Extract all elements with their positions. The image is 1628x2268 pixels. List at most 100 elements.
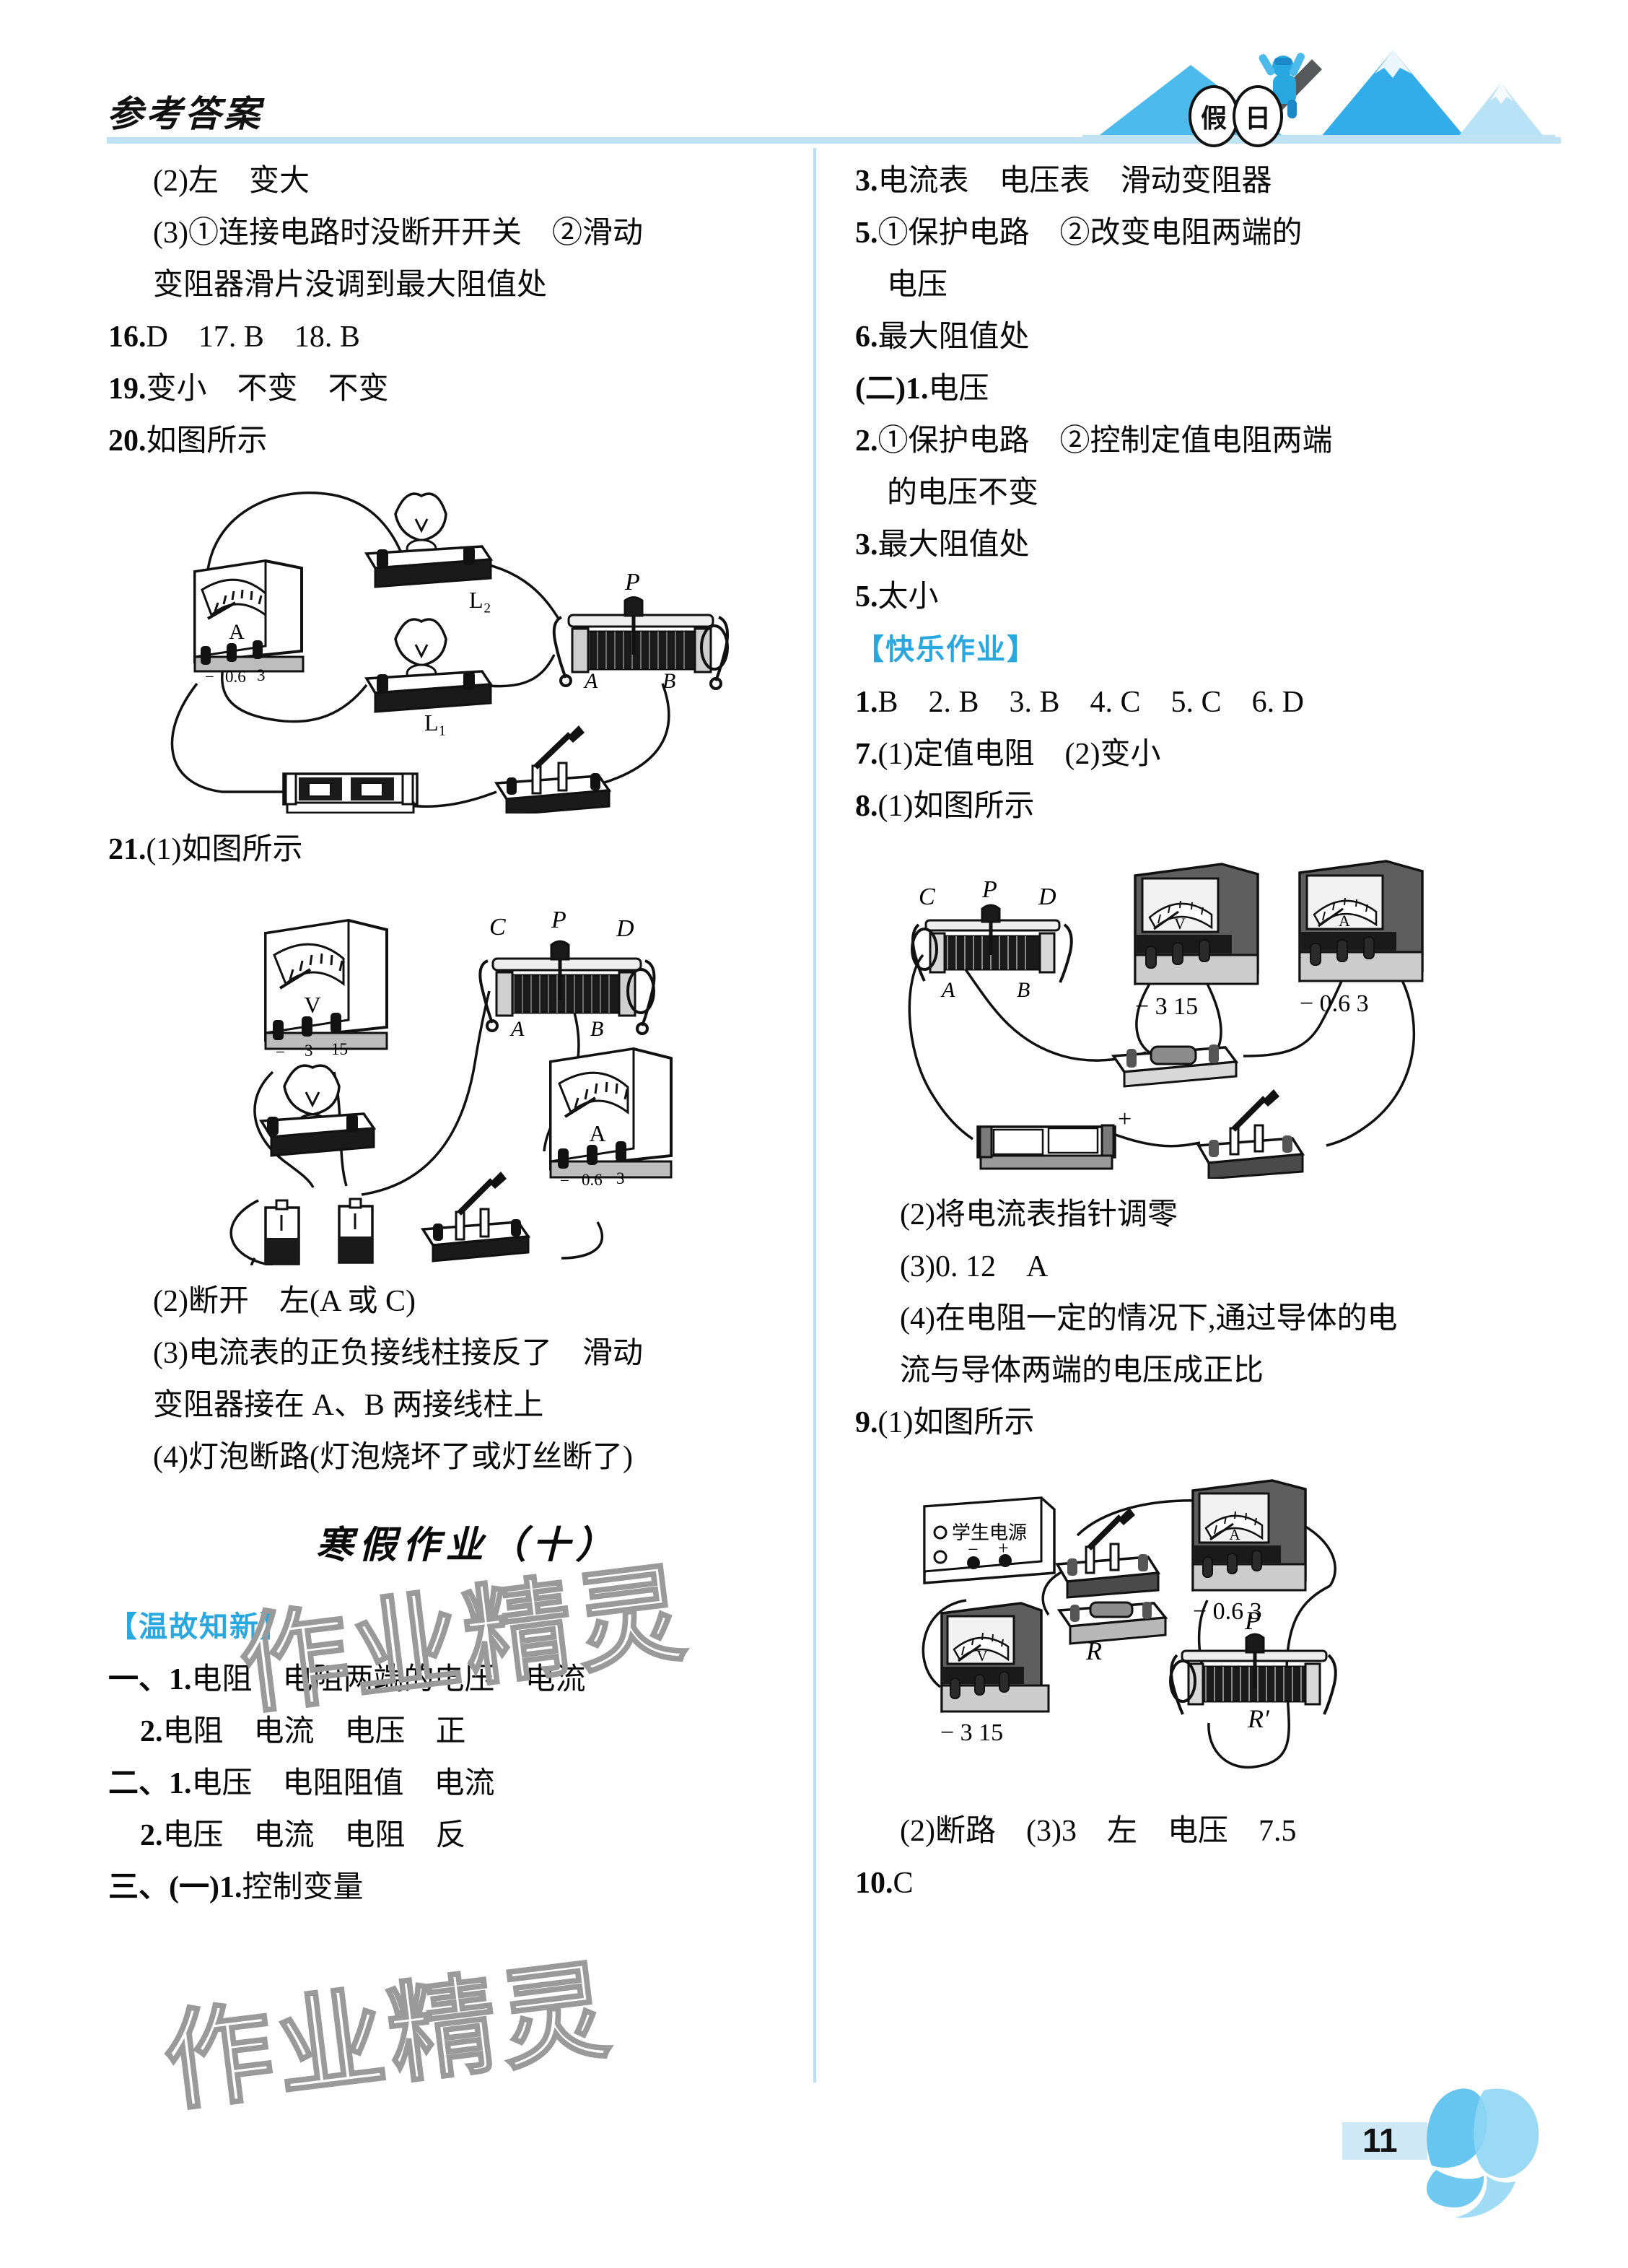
power-minus-label: − — [968, 1539, 979, 1560]
item-text: 电阻 电阻两端的电压 电流 — [191, 1663, 586, 1696]
terminal-c-label: C — [489, 914, 506, 941]
slider-p-label: P — [551, 907, 566, 933]
ammeter-label: A — [1229, 1526, 1240, 1543]
item-number: 19. — [108, 372, 146, 406]
answer-line: 3.电流表 电压表 滑动变阻器 — [855, 155, 1573, 207]
ammeter-label: A — [229, 620, 245, 644]
answer-line: 2.电压 电流 电阻 反 — [108, 1810, 826, 1862]
slider-p-label: P — [981, 876, 997, 903]
amm-scale-label: − 0.6 3 — [1193, 1598, 1262, 1625]
volt-range-high: 15 — [331, 1040, 348, 1058]
rheostat-icon — [1168, 1633, 1337, 1715]
volt-scale-label: − 3 15 — [940, 1719, 1003, 1746]
item-number: 6. — [855, 320, 878, 354]
answer-line: 变阻器接在 A、B 两接线柱上 — [153, 1389, 544, 1422]
ammeter-range-low: 0.6 — [225, 668, 246, 686]
voltmeter-icon: V — [940, 1602, 1049, 1713]
item-number: 三、(一)1. — [108, 1871, 242, 1904]
circuit-diagram-q20: A − 0.6 3 L₂ — [108, 474, 826, 814]
page-number: 11 — [1362, 2121, 1398, 2159]
answer-line: 2.电阻 电流 电压 正 — [108, 1706, 826, 1758]
item-text: 电阻 电流 电压 正 — [162, 1715, 466, 1748]
battery-pack-icon — [281, 772, 419, 814]
column-divider — [813, 148, 816, 2082]
answer-line: (2)左 变大 — [153, 165, 310, 198]
ammeter-label: A — [1339, 912, 1350, 930]
answer-line: (3)0. 12 A — [900, 1250, 1049, 1283]
answer-line: 20.如图所示 — [108, 415, 826, 467]
terminal-c-label: C — [919, 884, 935, 910]
terminal-a-label: A — [583, 669, 598, 693]
power-supply-icon — [922, 1496, 1056, 1584]
watermark: 作业精灵 — [157, 1946, 621, 2128]
rheostat-label: R′ — [1247, 1704, 1270, 1733]
voltmeter-icon — [263, 918, 388, 1050]
item-number: 16. — [108, 320, 146, 354]
volt-scale-label: − 3 15 — [1135, 993, 1198, 1020]
power-plus-label: + — [998, 1538, 1009, 1558]
ammeter-label: A — [589, 1120, 605, 1146]
logo-ri-oval: 日 — [1233, 85, 1283, 147]
answer-line: 变阻器滑片没调到最大阻值处 — [153, 269, 548, 302]
item-number: 2. — [140, 1715, 163, 1748]
circuit-diagram-q9: 学生电源 − + S — [855, 1456, 1573, 1795]
terminal-a-label: A — [509, 1017, 525, 1041]
answer-line: 19.变小 不变 不变 — [108, 363, 826, 415]
switch-icon — [420, 1172, 530, 1262]
amm-range-high: 3 — [616, 1169, 625, 1187]
answer-line: 1.B 2. B 3. B 4. C 5. C 6. D — [855, 676, 1573, 728]
section-heading-review: 【温故知新】 — [108, 1610, 290, 1644]
answer-line: 7.(1)定值电阻 (2)变小 — [855, 728, 1573, 780]
answer-line: 3.最大阻值处 — [855, 519, 1573, 571]
item-number: 2. — [140, 1819, 163, 1852]
amm-scale-label: − 0.6 3 — [1300, 990, 1369, 1017]
item-text: 电压 电流 电阻 反 — [162, 1819, 466, 1852]
item-text: ①保护电路 ②控制定值电阻两端 — [878, 424, 1333, 458]
left-column: (2)左 变大 (3)①连接电路时没断开开关 ②滑动 变阻器滑片没调到最大阻值处… — [108, 155, 826, 1914]
lamp-icon — [258, 1064, 376, 1157]
item-number: 2. — [855, 424, 878, 458]
answer-line: (4)在电阻一定的情况下,通过导体的电 — [900, 1302, 1398, 1335]
resistor-icon — [1056, 1601, 1168, 1645]
item-text: B 2. B 3. B 4. C 5. C 6. D — [878, 686, 1304, 719]
rheostat-icon — [478, 940, 655, 1035]
lamp-l1-label: L₁ — [424, 710, 447, 736]
item-text: 电压 — [928, 372, 989, 406]
item-number: 8. — [855, 790, 878, 823]
item-number: 二、1. — [108, 1767, 192, 1800]
power-supply-label: 学生电源 — [952, 1522, 1027, 1544]
resistor-icon — [1111, 1044, 1238, 1088]
terminal-b-label: B — [662, 669, 675, 693]
item-number: (二)1. — [855, 372, 929, 406]
item-text: 变小 不变 不变 — [146, 372, 389, 406]
volt-range-low: 3 — [305, 1042, 313, 1060]
answer-line: 2.①保护电路 ②控制定值电阻两端 — [855, 415, 1573, 467]
answer-line: 一、1.电阻 电阻两端的电压 电流 — [108, 1654, 826, 1706]
butterfly-icon — [1426, 2088, 1539, 2218]
item-text: 电压 电阻阻值 电流 — [191, 1767, 495, 1800]
answer-line: 9.(1)如图所示 — [855, 1397, 1573, 1449]
answer-line: (3)①连接电路时没断开开关 ②滑动 — [153, 217, 643, 250]
lamp-l1-icon — [364, 618, 493, 713]
item-text: (1)如图所示 — [146, 833, 303, 866]
ammeter-range-high: 3 — [257, 666, 266, 684]
item-text: ①保护电路 ②改变电阻两端的 — [878, 217, 1303, 250]
answer-line: 电压 — [887, 269, 948, 302]
terminal-d-label: D — [616, 915, 634, 942]
item-text: 电流表 电压表 滑动变阻器 — [878, 165, 1272, 198]
slider-p-label: P — [624, 569, 640, 596]
item-text: 控制变量 — [242, 1871, 364, 1904]
logo-jia-oval: 假 — [1189, 85, 1239, 147]
item-number: 21. — [108, 833, 146, 866]
item-number: 3. — [855, 165, 878, 198]
page-title: 参考答案 — [107, 94, 263, 134]
battery-plus-label: + — [1118, 1106, 1132, 1133]
item-number: 一、1. — [108, 1663, 192, 1696]
section-heading-happy-homework: 【快乐作业】 — [855, 633, 1037, 666]
terminal-b-label: B — [1017, 978, 1030, 1002]
terminal-a-label: A — [940, 978, 955, 1002]
lamp-l2-label: L₂ — [469, 587, 491, 613]
switch-icon — [494, 725, 611, 814]
item-text: (1)定值电阻 (2)变小 — [878, 738, 1161, 771]
item-number: 9. — [855, 1406, 878, 1439]
